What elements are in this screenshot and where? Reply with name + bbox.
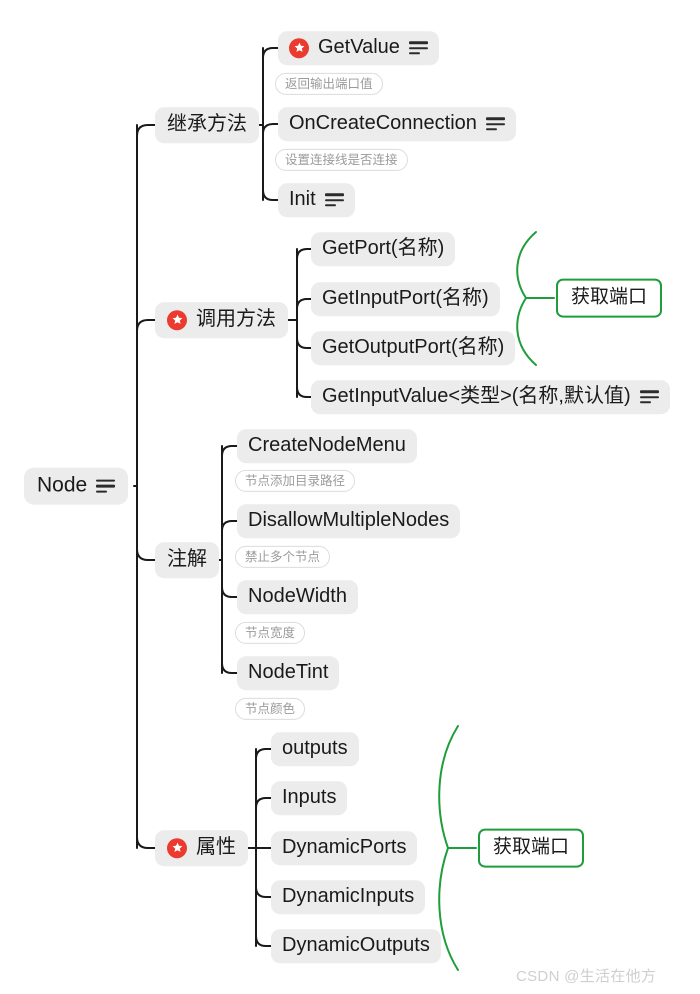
node-label: 调用方法 xyxy=(196,308,276,331)
leaf-node-inherited-methods-0-note-icon xyxy=(408,41,428,55)
leaf-connector-call-methods-3 xyxy=(296,319,312,398)
branch-connector-properties xyxy=(136,485,156,849)
annotation-pill: 节点颜色 xyxy=(235,697,306,721)
leaf-connector-inherited-methods-1 xyxy=(262,123,279,135)
leaf-node-inherited-methods-2-note-icon xyxy=(324,193,344,207)
leaf-node-call-methods-3[interactable]: GetInputValue<类型>(名称,默认值) xyxy=(311,380,670,414)
branch-connector-annotations xyxy=(136,485,156,561)
leaf-connector-annotations-0 xyxy=(221,445,238,561)
node-label: CreateNodeMenu xyxy=(248,434,406,457)
node-label: outputs xyxy=(282,737,348,760)
leaf-node-inherited-methods-0-star-icon xyxy=(289,38,309,58)
leaf-connector-properties-3 xyxy=(255,847,272,898)
leaf-connector-call-methods-1 xyxy=(296,298,312,321)
leaf-node-properties-4[interactable]: DynamicOutputs xyxy=(271,929,441,963)
leaf-node-properties-1[interactable]: Inputs xyxy=(271,781,348,815)
node-label: NodeWidth xyxy=(248,585,347,608)
node-label: GetPort(名称) xyxy=(322,237,445,260)
branch-node-call-methods[interactable]: 调用方法 xyxy=(155,302,288,338)
node-label: 属性 xyxy=(196,836,236,859)
branch-connector-inherited-methods xyxy=(136,124,156,487)
leaf-node-annotations-1[interactable]: DisallowMultipleNodes xyxy=(237,504,461,538)
leaf-node-call-methods-2[interactable]: GetOutputPort(名称) xyxy=(311,331,516,365)
node-label: GetOutputPort(名称) xyxy=(322,336,505,359)
boundary-label-1[interactable]: 获取端口 xyxy=(478,828,585,868)
branch-node-properties-star-icon xyxy=(167,838,187,858)
leaf-node-annotations-2[interactable]: NodeWidth xyxy=(237,580,358,614)
leaf-connector-annotations-3 xyxy=(221,559,238,674)
leaf-connector-properties-0 xyxy=(255,748,272,849)
node-label: DynamicInputs xyxy=(282,885,415,908)
leaf-node-call-methods-3-note-icon xyxy=(639,390,659,404)
node-label: NodeTint xyxy=(248,661,329,684)
boundary-brace-0 xyxy=(516,231,537,366)
leaf-node-inherited-methods-1[interactable]: OnCreateConnection xyxy=(278,107,516,141)
leaf-node-inherited-methods-0[interactable]: GetValue xyxy=(278,31,439,65)
node-label: GetInputValue<类型>(名称,默认值) xyxy=(322,385,631,408)
leaf-connector-properties-1 xyxy=(255,797,272,849)
leaf-node-inherited-methods-2[interactable]: Init xyxy=(278,183,355,217)
branch-connector-call-methods xyxy=(136,319,156,487)
node-label: DisallowMultipleNodes xyxy=(248,509,450,532)
leaf-node-call-methods-1[interactable]: GetInputPort(名称) xyxy=(311,282,500,316)
branch-node-properties[interactable]: 属性 xyxy=(155,830,248,866)
branch-node-inherited-methods[interactable]: 继承方法 xyxy=(155,107,259,143)
leaf-node-properties-2[interactable]: DynamicPorts xyxy=(271,831,418,865)
annotation-pill: 禁止多个节点 xyxy=(235,545,331,569)
annotation-pill: 节点宽度 xyxy=(235,621,306,645)
node-label: OnCreateConnection xyxy=(289,112,477,135)
root-node-node[interactable]: Node xyxy=(24,467,129,505)
watermark: CSDN @生活在他方 xyxy=(516,968,657,985)
node-label: DynamicPorts xyxy=(282,836,407,859)
annotation-pill: 返回输出端口值 xyxy=(275,72,383,96)
annotation-pill: 节点添加目录路径 xyxy=(235,469,356,493)
leaf-node-annotations-3[interactable]: NodeTint xyxy=(237,656,340,690)
branch-node-annotations[interactable]: 注解 xyxy=(155,542,219,578)
node-label: Init xyxy=(289,188,316,211)
leaf-node-inherited-methods-1-note-icon xyxy=(485,117,505,131)
leaf-connector-properties-4 xyxy=(255,847,272,947)
boundary-label-0[interactable]: 获取端口 xyxy=(556,278,663,318)
boundary-brace-1 xyxy=(438,725,459,971)
node-label: DynamicOutputs xyxy=(282,934,430,957)
leaf-node-call-methods-0[interactable]: GetPort(名称) xyxy=(311,232,456,266)
leaf-node-properties-0[interactable]: outputs xyxy=(271,732,359,766)
node-label: GetInputPort(名称) xyxy=(322,287,489,310)
branch-node-call-methods-star-icon xyxy=(167,310,187,330)
leaf-node-annotations-0[interactable]: CreateNodeMenu xyxy=(237,429,417,463)
leaf-connector-call-methods-2 xyxy=(296,319,312,349)
leaf-node-properties-3[interactable]: DynamicInputs xyxy=(271,880,426,914)
node-label: 继承方法 xyxy=(167,113,247,136)
node-label: Inputs xyxy=(282,786,337,809)
leaf-connector-annotations-2 xyxy=(221,559,238,598)
root-node-node-note-icon xyxy=(96,479,116,493)
annotation-pill: 设置连接线是否连接 xyxy=(275,148,408,172)
node-label: Node xyxy=(37,473,88,497)
node-label: GetValue xyxy=(318,36,400,59)
node-label: 注解 xyxy=(167,548,207,571)
leaf-connector-call-methods-0 xyxy=(296,248,312,321)
